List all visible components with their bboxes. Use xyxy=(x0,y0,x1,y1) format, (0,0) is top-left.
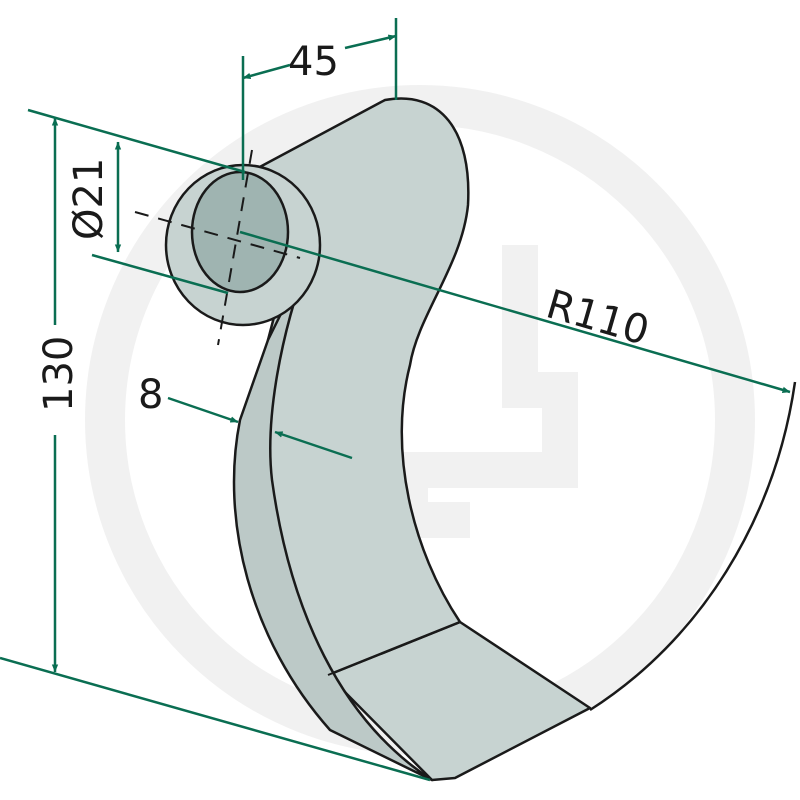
dimension-width-45: 45 xyxy=(241,18,398,180)
dimension-thickness-8: 8 xyxy=(138,372,353,460)
blade-edge-face xyxy=(232,253,434,782)
radius-arc xyxy=(589,381,797,712)
blade-crease-line xyxy=(327,621,461,676)
dimension-radius-label: R110 xyxy=(541,281,654,354)
dimension-130-label: 130 xyxy=(36,336,82,412)
hole-center-lines xyxy=(134,149,301,346)
dimension-45-label: 45 xyxy=(288,39,339,85)
dimension-diameter-label: Ø21 xyxy=(66,158,112,240)
flail-blade xyxy=(134,97,592,782)
dimension-diameter-21: Ø21 xyxy=(66,141,122,253)
dimension-8-label: 8 xyxy=(138,372,163,418)
dimension-height-130: 130 xyxy=(0,108,431,782)
